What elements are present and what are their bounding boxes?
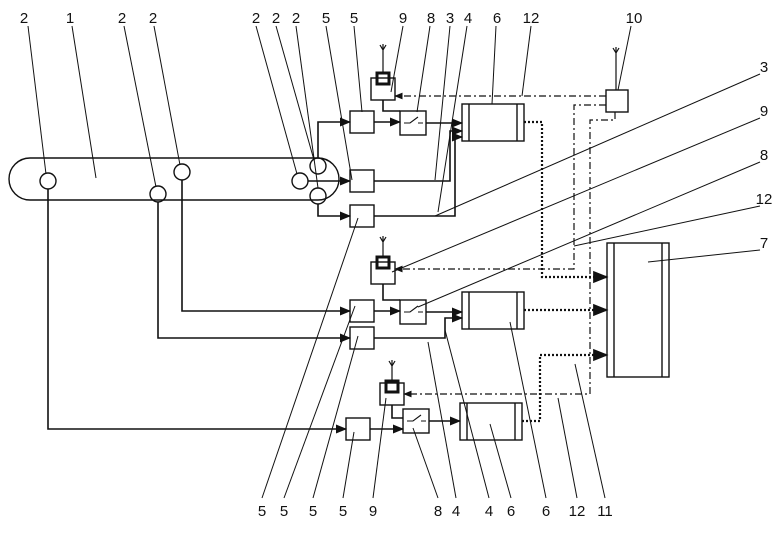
leader-line <box>256 26 297 174</box>
leader-line <box>522 26 531 96</box>
callout-label: 9 <box>369 503 377 520</box>
leader-line <box>373 398 386 498</box>
signal-module-box <box>346 418 370 440</box>
callout-label: 6 <box>542 503 550 520</box>
wireless-node-box <box>371 262 395 284</box>
leader-line <box>391 26 403 92</box>
signal-line <box>374 137 462 216</box>
callout-label: 3 <box>446 10 454 27</box>
callout-label: 12 <box>569 503 586 520</box>
callout-label: 1 <box>66 10 74 27</box>
leader-line <box>648 250 760 262</box>
leader-line <box>417 26 430 112</box>
callout-label: 8 <box>760 147 768 164</box>
callout-label: 5 <box>280 503 288 520</box>
signal-line <box>48 189 346 429</box>
callout-label: 10 <box>626 10 643 27</box>
callout-label: 5 <box>309 503 317 520</box>
belt-outline <box>9 158 339 200</box>
leader-line <box>28 26 46 174</box>
leader-line <box>124 26 156 187</box>
leader-line <box>343 432 354 498</box>
switch-contact-icon <box>404 117 423 123</box>
callout-label: 2 <box>292 10 300 27</box>
leader-line <box>262 218 358 498</box>
leader-line <box>354 26 362 112</box>
leader-line <box>154 26 180 165</box>
callout-label: 9 <box>399 10 407 27</box>
callout-label: 7 <box>760 235 768 252</box>
processor-box <box>462 292 524 329</box>
signal-line <box>374 318 462 338</box>
signal-module-box <box>350 205 374 227</box>
callout-label: 2 <box>272 10 280 27</box>
callout-label: 5 <box>350 10 358 27</box>
sensor-circle <box>174 164 190 180</box>
callout-label: 5 <box>322 10 330 27</box>
processor-box <box>462 104 524 141</box>
leader-line <box>435 74 760 216</box>
sensor-circle <box>310 188 326 204</box>
sensor-circle <box>40 173 56 189</box>
switch-contact-icon <box>404 306 423 312</box>
antenna-icon <box>613 47 619 90</box>
leader-line <box>276 26 314 160</box>
leader-line <box>492 26 496 104</box>
callout-label: 11 <box>597 503 613 520</box>
callout-label: 8 <box>427 10 435 27</box>
antenna-icon <box>380 44 386 73</box>
callout-label: 6 <box>493 10 501 27</box>
callout-label: 3 <box>760 59 768 76</box>
antenna-icon <box>380 236 386 257</box>
callout-label: 12 <box>756 191 773 208</box>
callout-label: 9 <box>760 103 768 120</box>
signal-line <box>383 284 400 300</box>
leader-line <box>574 206 760 246</box>
leader-line <box>392 118 760 272</box>
leader-line <box>72 26 96 178</box>
leader-line <box>435 26 450 180</box>
callout-label: 12 <box>523 10 540 27</box>
sensor-circle <box>310 158 326 174</box>
signal-line <box>158 202 350 338</box>
signal-module-box <box>350 111 374 133</box>
switch-contact-icon <box>407 415 426 421</box>
signal-module-box <box>350 170 374 192</box>
signal-line <box>318 204 350 216</box>
leader-line <box>313 336 358 498</box>
leader-line <box>428 342 456 498</box>
signal-line <box>374 131 462 181</box>
callout-label: 8 <box>434 503 442 520</box>
wireless-node-box <box>380 383 404 405</box>
antenna-hub-box <box>606 90 628 112</box>
leader-line <box>490 424 511 498</box>
callout-label: 2 <box>20 10 28 27</box>
sensor-circle <box>292 173 308 189</box>
callout-label: 6 <box>507 503 515 520</box>
leader-line <box>575 364 605 498</box>
leader-line <box>413 428 438 498</box>
leader-line <box>418 162 760 307</box>
signal-line <box>383 100 400 111</box>
leader-line <box>558 398 577 498</box>
antenna-icon <box>389 360 395 381</box>
callout-label: 5 <box>339 503 347 520</box>
leader-line <box>326 26 352 180</box>
callout-label: 2 <box>118 10 126 27</box>
data-link <box>522 355 607 421</box>
central-unit-box <box>607 243 669 377</box>
callout-label: 4 <box>464 10 472 27</box>
callout-label: 5 <box>258 503 266 520</box>
signal-line <box>392 405 403 418</box>
leader-line <box>618 26 631 90</box>
callout-label: 2 <box>252 10 260 27</box>
control-link <box>404 112 615 394</box>
callout-label: 4 <box>485 503 493 520</box>
signal-module-box <box>350 327 374 349</box>
callout-label: 4 <box>452 503 460 520</box>
callout-label: 2 <box>149 10 157 27</box>
